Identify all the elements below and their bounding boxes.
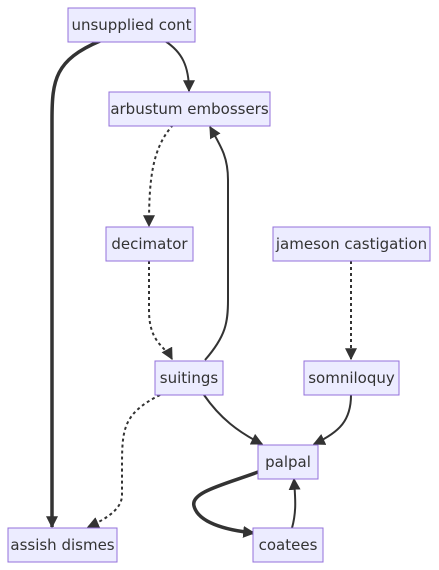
edge-unsupplied-to-arbustum (164, 40, 195, 93)
node-label: suitings (160, 369, 219, 387)
node-label: palpal (265, 453, 311, 471)
nodes-layer: unsupplied cont arbustum embossers decim… (7, 7, 431, 563)
node-label: jameson castigation (275, 235, 427, 253)
node-coatees[interactable]: coatees (252, 527, 324, 563)
node-unsupplied-cont[interactable]: unsupplied cont (67, 7, 196, 43)
node-somniloquy[interactable]: somniloquy (303, 360, 400, 396)
node-assish-dismes[interactable]: assish dismes (7, 527, 118, 563)
node-arbustum-embossers[interactable]: arbustum embossers (108, 91, 271, 127)
node-label: decimator (111, 235, 188, 253)
edge-unsupplied-to-assish (46, 39, 101, 529)
node-label: assish dismes (10, 536, 114, 554)
node-label: unsupplied cont (71, 16, 191, 34)
edge-somniloquy-to-palpal (312, 394, 352, 445)
edge-suitings-to-palpal (203, 394, 264, 445)
edge-suitings-to-assish (86, 394, 161, 529)
node-label: coatees (259, 536, 318, 554)
node-palpal[interactable]: palpal (257, 444, 319, 480)
edge-coatees-to-palpal (288, 477, 301, 529)
edge-arbustum-to-decimator (143, 124, 174, 228)
edge-palpal-to-coatees (192, 470, 259, 538)
node-jameson-castigation[interactable]: jameson castigation (272, 226, 431, 262)
edges-layer (46, 39, 357, 538)
node-suitings[interactable]: suitings (154, 360, 224, 396)
edge-decimator-to-suitings (148, 261, 173, 361)
edge-suitings-to-arbustum (204, 125, 229, 361)
node-label: arbustum embossers (110, 100, 269, 118)
node-label: somniloquy (308, 369, 395, 387)
node-decimator[interactable]: decimator (105, 226, 194, 262)
